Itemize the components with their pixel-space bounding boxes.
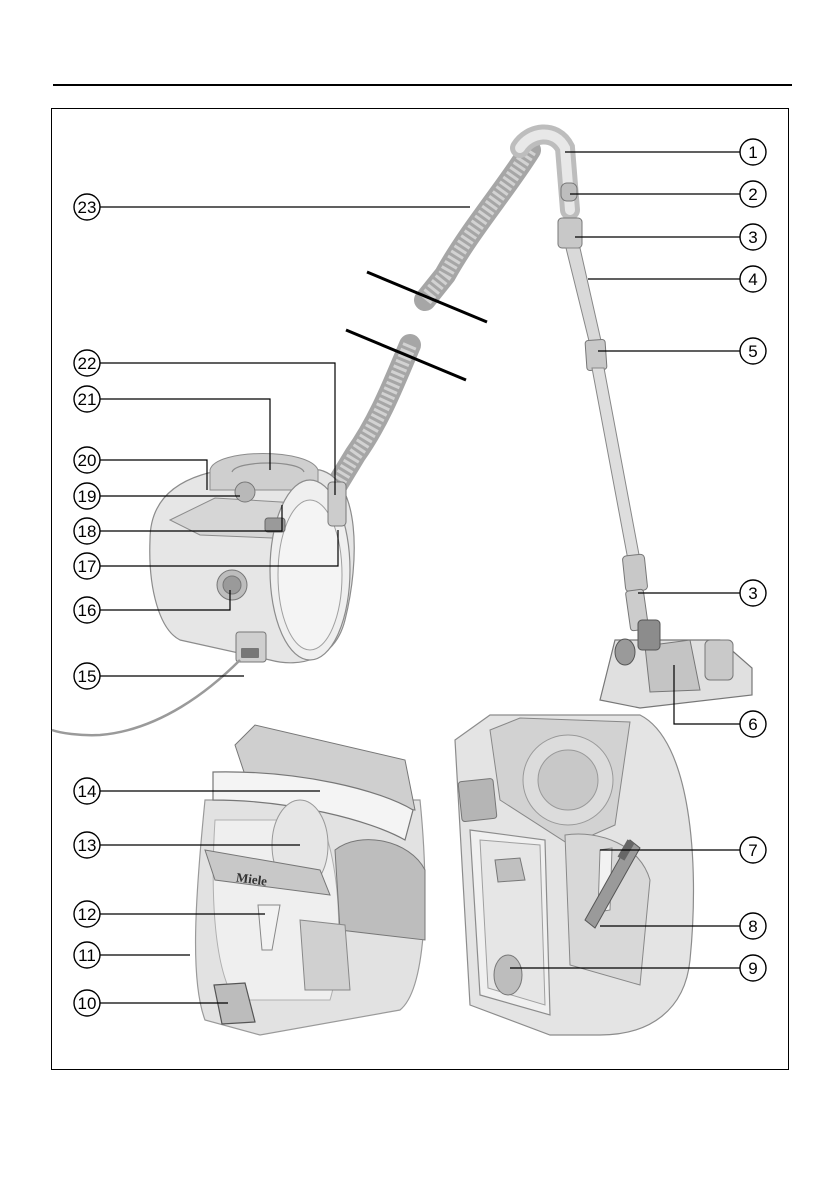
svg-text:11: 11 (78, 946, 96, 965)
svg-text:21: 21 (78, 390, 97, 409)
svg-text:2: 2 (748, 185, 757, 204)
svg-text:19: 19 (78, 487, 97, 506)
callout-17: 17 (74, 553, 100, 579)
hose-break-marks (346, 272, 487, 380)
hose (335, 150, 530, 488)
callout-14: 14 (74, 778, 100, 804)
callout-12: 12 (74, 901, 100, 927)
callout-6: 6 (740, 711, 766, 737)
telescopic-wand (558, 218, 649, 631)
svg-text:3: 3 (748, 584, 757, 603)
svg-text:23: 23 (78, 198, 97, 217)
callout-22: 22 (74, 350, 100, 376)
callout-23: 23 (74, 194, 100, 220)
callout-8: 8 (740, 913, 766, 939)
svg-text:1: 1 (748, 143, 757, 162)
callout-1: 1 (740, 139, 766, 165)
svg-text:20: 20 (78, 451, 97, 470)
svg-text:14: 14 (78, 782, 97, 801)
callout-9: 9 (740, 955, 766, 981)
svg-text:16: 16 (78, 601, 97, 620)
svg-text:17: 17 (78, 557, 97, 576)
callout-7: 7 (740, 837, 766, 863)
svg-text:9: 9 (748, 959, 757, 978)
callout-21: 21 (74, 386, 100, 412)
callout-3-upper: 3 (740, 224, 766, 250)
callout-5: 5 (740, 338, 766, 364)
hose-handle (520, 134, 577, 210)
vacuum-body (150, 454, 354, 663)
callout-3-lower: 3 (740, 580, 766, 606)
callout-2: 2 (740, 181, 766, 207)
dust-container: Miele (196, 725, 425, 1035)
svg-text:4: 4 (748, 270, 757, 289)
floor-head (600, 620, 752, 708)
svg-text:10: 10 (78, 994, 97, 1013)
callout-13: 13 (74, 832, 100, 858)
svg-text:18: 18 (78, 522, 97, 541)
callout-11: 11 (74, 942, 100, 968)
svg-text:13: 13 (78, 836, 97, 855)
callout-4: 4 (740, 266, 766, 292)
callout-20: 20 (74, 447, 100, 473)
callout-19: 19 (74, 483, 100, 509)
svg-text:22: 22 (78, 354, 97, 373)
callout-16: 16 (74, 597, 100, 623)
vacuum-body-rear (455, 715, 693, 1035)
svg-text:3: 3 (748, 228, 757, 247)
svg-text:12: 12 (78, 905, 97, 924)
svg-text:8: 8 (748, 917, 757, 936)
svg-text:15: 15 (78, 667, 97, 686)
svg-text:6: 6 (748, 715, 757, 734)
svg-text:5: 5 (748, 342, 757, 361)
callout-10: 10 (74, 990, 100, 1016)
callout-15: 15 (74, 663, 100, 689)
svg-text:7: 7 (748, 841, 757, 860)
callout-18: 18 (74, 518, 100, 544)
